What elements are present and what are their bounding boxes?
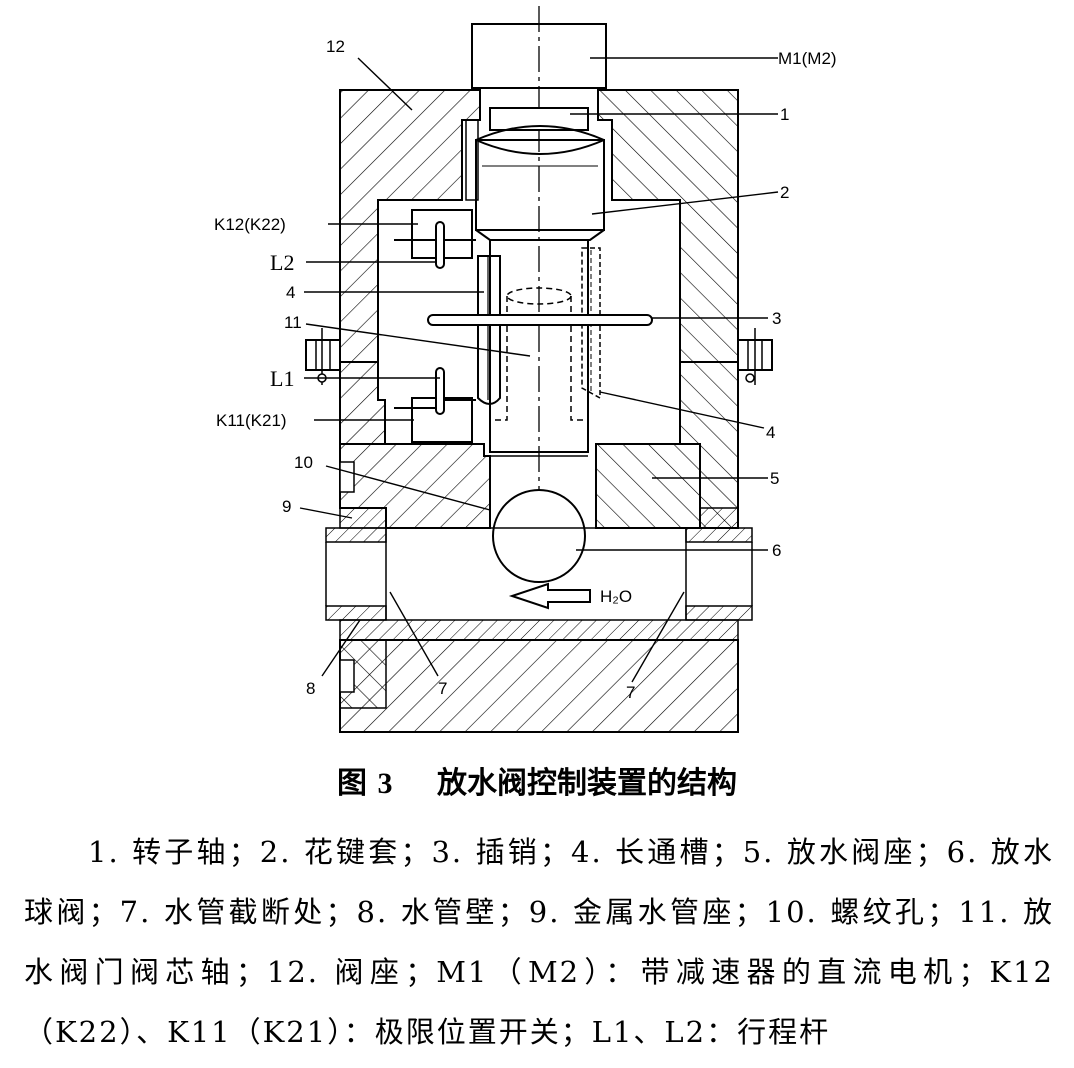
- label-2: 2: [780, 183, 789, 202]
- label-m1: M1(M2): [778, 49, 837, 68]
- label-k12: K12(K22): [214, 215, 286, 234]
- label-6: 6: [772, 541, 781, 560]
- label-5: 5: [770, 469, 779, 488]
- limit-switch-upper: [394, 209, 476, 269]
- label-l1: L1: [270, 366, 294, 391]
- side-bolt-left: [305, 328, 341, 385]
- figure-caption: 图 3 放水阀控制装置的结构: [0, 758, 1074, 802]
- caption-title: 放水阀控制装置的结构: [436, 766, 737, 801]
- valve-structure-diagram: M1(M2) 12 1 2 K12(K22) L2 4 3 11 L1 K11(…: [214, 6, 837, 733]
- label-h2o: H₂O: [600, 587, 632, 606]
- water-pipe: [325, 527, 753, 641]
- drain-valve-seat: [339, 443, 701, 529]
- label-7-left: 7: [438, 679, 447, 698]
- label-9: 9: [282, 497, 291, 516]
- metal-pipe-seat: [339, 507, 739, 529]
- label-10: 10: [294, 453, 313, 472]
- label-4-lower: 4: [766, 423, 775, 442]
- base-block: [339, 639, 739, 733]
- side-bolt-right: [737, 328, 773, 385]
- label-7-right: 7: [626, 683, 635, 702]
- long-slot: [477, 247, 601, 405]
- figure-legend: 1. 转子轴；2. 花键套；3. 插销；4. 长通槽；5. 放水阀座；6. 放水…: [24, 835, 1054, 1049]
- label-12: 12: [326, 37, 345, 56]
- label-8: 8: [306, 679, 315, 698]
- label-1: 1: [780, 105, 789, 124]
- rotor-shaft: [475, 107, 605, 241]
- valve-core-shaft: [489, 239, 589, 453]
- caption-number: 3: [377, 767, 393, 800]
- limit-switch-lower: [394, 367, 476, 443]
- label-l2: L2: [270, 250, 294, 275]
- label-k11: K11(K21): [216, 411, 287, 430]
- pin: [427, 314, 653, 326]
- label-11: 11: [284, 313, 302, 332]
- leader-lines: [299, 57, 779, 683]
- label-4-upper: 4: [286, 283, 295, 302]
- label-3: 3: [772, 309, 781, 328]
- ball-valve: [492, 489, 586, 583]
- caption-prefix: 图: [337, 766, 368, 801]
- flow-arrow-icon: [508, 582, 591, 610]
